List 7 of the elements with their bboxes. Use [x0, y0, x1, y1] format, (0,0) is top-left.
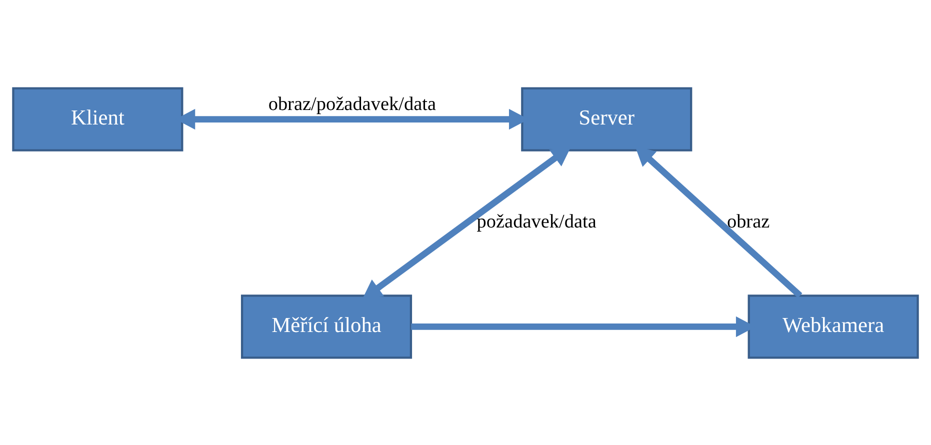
edge-label: obraz/požadavek/data [268, 94, 436, 115]
node-box: Webkamera [748, 294, 919, 358]
edge-label: požadavek/data [476, 211, 596, 232]
edge-label: obraz [726, 211, 770, 232]
node-box: Server [521, 86, 692, 151]
node-box: Měřící úloha [240, 294, 412, 358]
node-box: Klient [12, 86, 184, 151]
